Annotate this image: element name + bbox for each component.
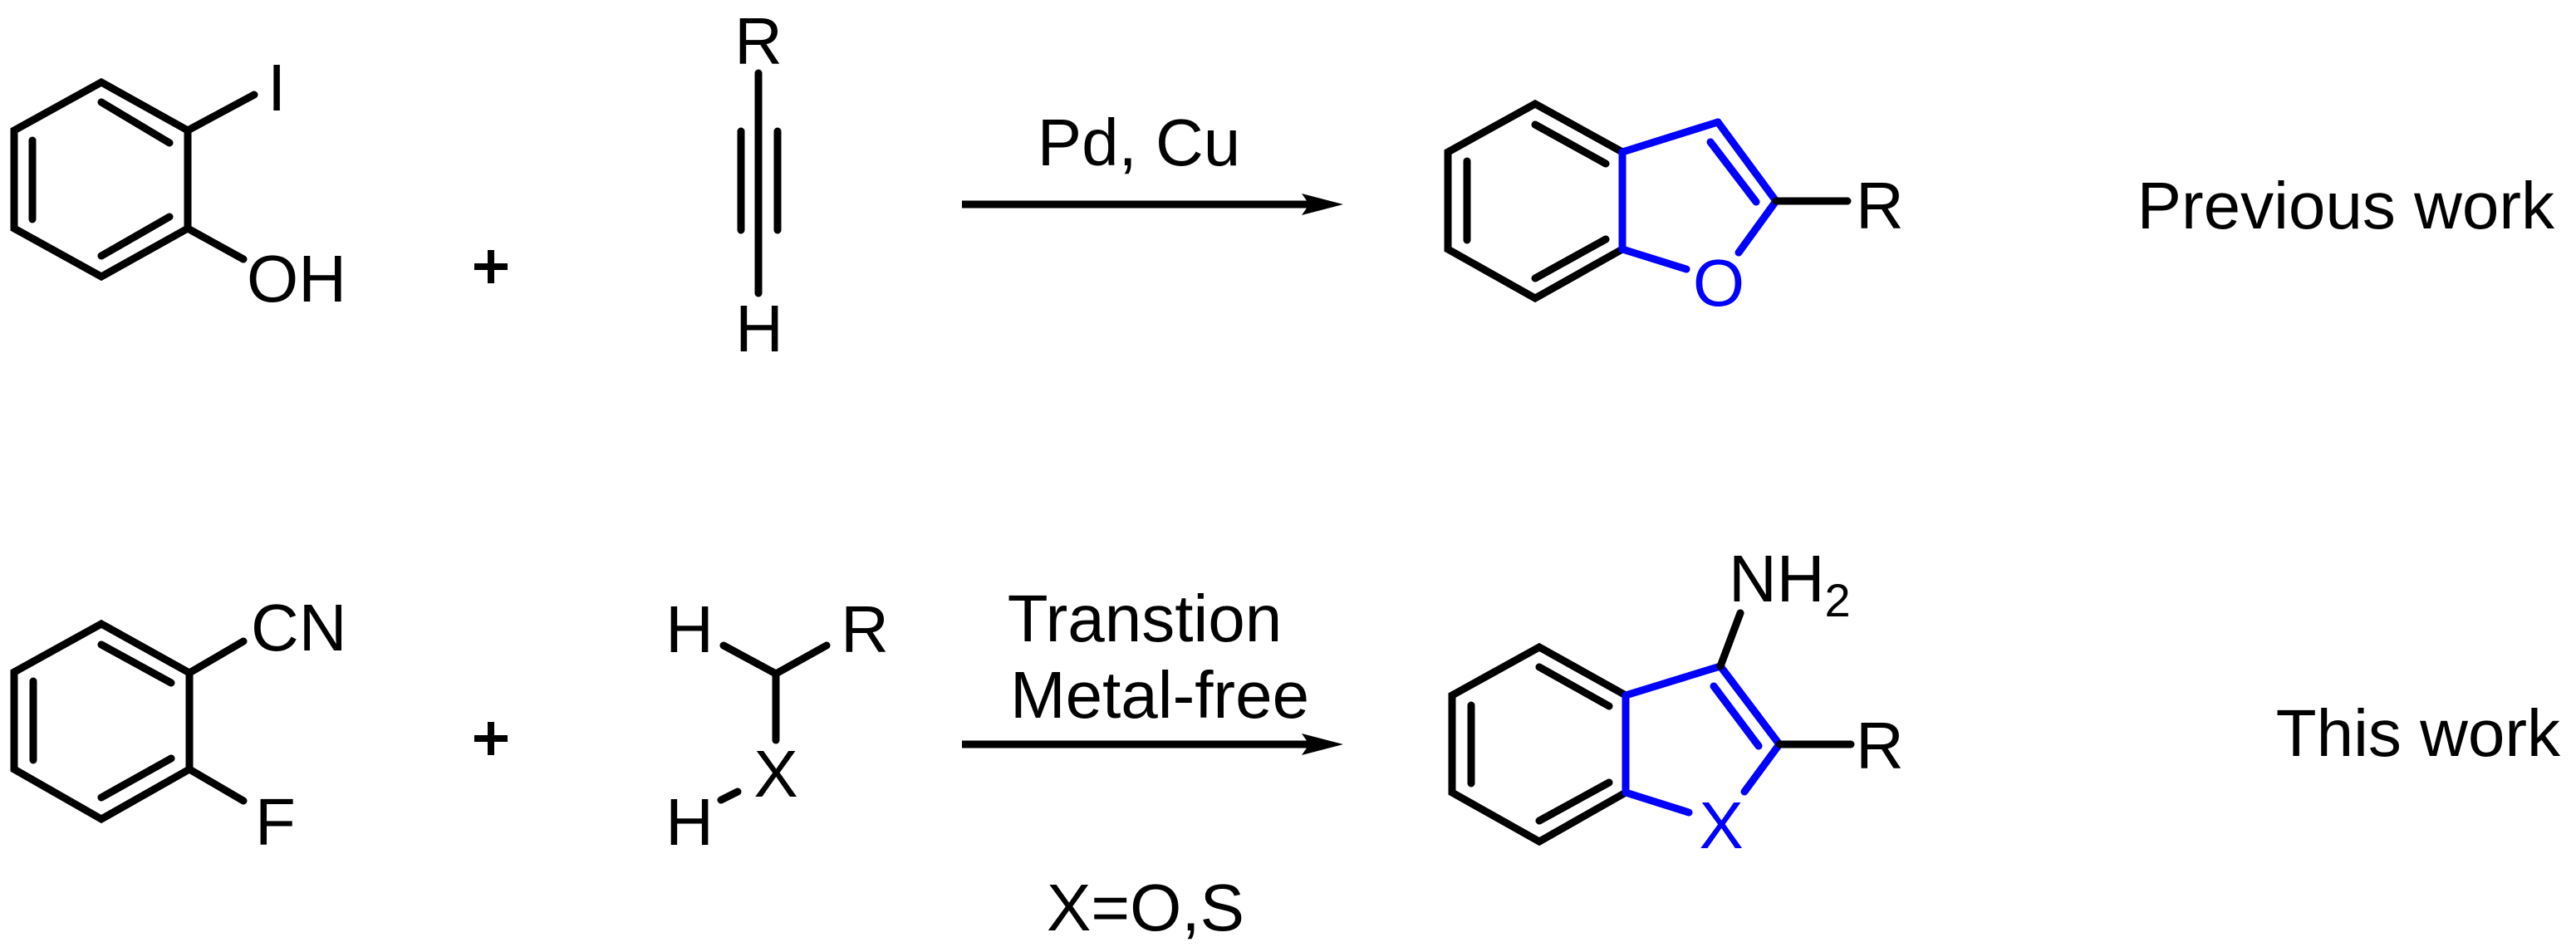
atom-fluorine: F — [255, 785, 296, 859]
atom-h: H — [735, 292, 783, 366]
double-bond — [97, 754, 175, 802]
double-bond — [1710, 682, 1763, 750]
condition-line-1: Transtion — [1008, 582, 1283, 655]
bond-c2-x — [1740, 740, 1784, 796]
reactant-terminal-alkyne: R H — [734, 4, 783, 366]
reaction-arrow: Pd, Cu — [962, 106, 1343, 215]
condition-line-2: Metal-free — [1010, 658, 1309, 732]
bond-to-fluorine — [185, 765, 248, 805]
product-benzofuran: O R — [1444, 99, 1904, 320]
benzene-ring — [1448, 642, 1630, 846]
atom-x: X — [1699, 788, 1743, 862]
bond-c2-o — [1735, 197, 1780, 257]
atom-h-top: H — [665, 592, 714, 666]
atom-x: X — [753, 737, 797, 811]
atom-r: R — [1856, 709, 1904, 783]
bond-to-amine — [1716, 609, 1744, 670]
atom-r: R — [1856, 169, 1904, 243]
bond-c7a-o — [1618, 245, 1690, 273]
benzene-ring — [10, 619, 194, 824]
bond-c3-c2 — [1714, 118, 1780, 205]
bond-to-hydroxyl — [184, 224, 248, 263]
atom-r: R — [841, 592, 889, 666]
atom-hydroxyl: OH — [247, 242, 346, 316]
benzene-ring — [1444, 99, 1627, 303]
atom-amine: NH2 — [1729, 542, 1851, 626]
condition-text: Pd, Cu — [1038, 106, 1241, 179]
atom-iodine: I — [267, 51, 286, 125]
reactant-2-fluorobenzonitrile: CN F — [10, 591, 347, 859]
plus-sign — [474, 250, 508, 283]
variable-definition: X=O,S — [1047, 871, 1244, 945]
double-bond — [97, 98, 174, 147]
double-bond — [97, 213, 174, 260]
atom-oxygen: O — [1693, 246, 1744, 320]
benzene-ring — [10, 77, 192, 282]
bond-c-r — [772, 641, 831, 678]
double-bond — [1531, 120, 1610, 168]
bond-c3a-c3 — [1618, 118, 1722, 156]
double-bond — [1535, 663, 1613, 710]
bond-c7a-x — [1622, 788, 1693, 817]
atom-h-bottom: H — [665, 785, 714, 859]
product-3-amino-heterocycle: X NH2 R — [1448, 542, 1904, 862]
reactant-alcohol-thiol: H R X H — [665, 592, 889, 859]
bond-c-h — [719, 641, 780, 678]
row-this-work: CN F H R X H Transtion Metal-free X=O,S — [10, 542, 2561, 945]
atom-nitrile: CN — [251, 591, 347, 665]
row-label-this-work: This work — [2276, 696, 2561, 770]
plus-sign — [474, 722, 508, 755]
bond-c3a-c3 — [1622, 662, 1725, 699]
bond-to-iodine — [184, 91, 258, 135]
double-bond — [1706, 138, 1760, 206]
reaction-arrow: Transtion Metal-free X=O,S — [962, 582, 1343, 945]
arrow-head-icon — [1302, 194, 1343, 215]
double-bond — [97, 640, 175, 687]
reactant-2-iodophenol: I OH — [10, 51, 346, 316]
row-previous-work: I OH R H Pd, Cu — [10, 4, 2555, 366]
bond-to-nitrile — [185, 637, 248, 677]
arrow-head-icon — [1302, 734, 1343, 755]
bond-x-h — [717, 788, 742, 804]
bond-c3-c2 — [1716, 662, 1784, 748]
double-bond — [1531, 235, 1610, 282]
row-label-previous-work: Previous work — [2137, 169, 2555, 243]
atom-r: R — [734, 4, 783, 78]
double-bond — [1535, 778, 1613, 825]
